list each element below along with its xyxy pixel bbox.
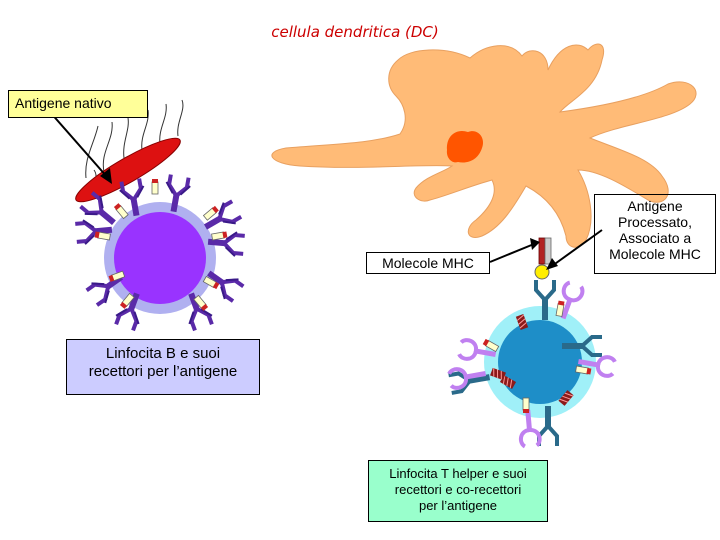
mhc-arrows <box>489 229 603 270</box>
dc-nucleus <box>446 130 484 163</box>
processed-antigen-label: Antigene Processato, Associato a Molecol… <box>594 194 716 274</box>
mhc-molecules-label: Molecole MHC <box>366 252 490 274</box>
b-lymphocyte <box>72 172 248 334</box>
dendritic-cell <box>271 43 697 248</box>
b-cell-label-line-2: recettori per l’antigene <box>88 363 238 380</box>
b-cell-label: Linfocita B e suoi recettori per l’antig… <box>66 339 260 395</box>
t-cell-label-line-2: recettori e co-recettori <box>394 482 522 497</box>
mhc-molecule-icon <box>534 237 552 280</box>
native-antigen-arrow <box>49 111 112 184</box>
native-antigen-icon <box>75 99 184 203</box>
native-antigen-label: Antigene nativo <box>8 90 148 118</box>
processed-peptide-icon <box>534 264 550 280</box>
processed-antigen-line-1: Antigene <box>627 198 683 214</box>
processed-antigen-line-2: Processato, <box>618 214 692 230</box>
diagram-title: cellula dendritica (DC) <box>271 23 439 41</box>
t-helper-lymphocyte <box>446 278 618 449</box>
b-cell-label-line-1: Linfocita B e suoi <box>105 345 221 362</box>
b-cell-nucleus <box>114 212 206 304</box>
t-cell-nucleus <box>498 320 582 404</box>
processed-antigen-line-3: Associato a <box>618 230 692 246</box>
processed-antigen-line-4: Molecole MHC <box>609 246 701 262</box>
t-cell-label: Linfocita T helper e suoi recettori e co… <box>368 460 548 522</box>
t-cell-label-line-1: Linfocita T helper e suoi <box>389 466 527 481</box>
t-cell-label-line-3: per l’antigene <box>418 498 498 513</box>
